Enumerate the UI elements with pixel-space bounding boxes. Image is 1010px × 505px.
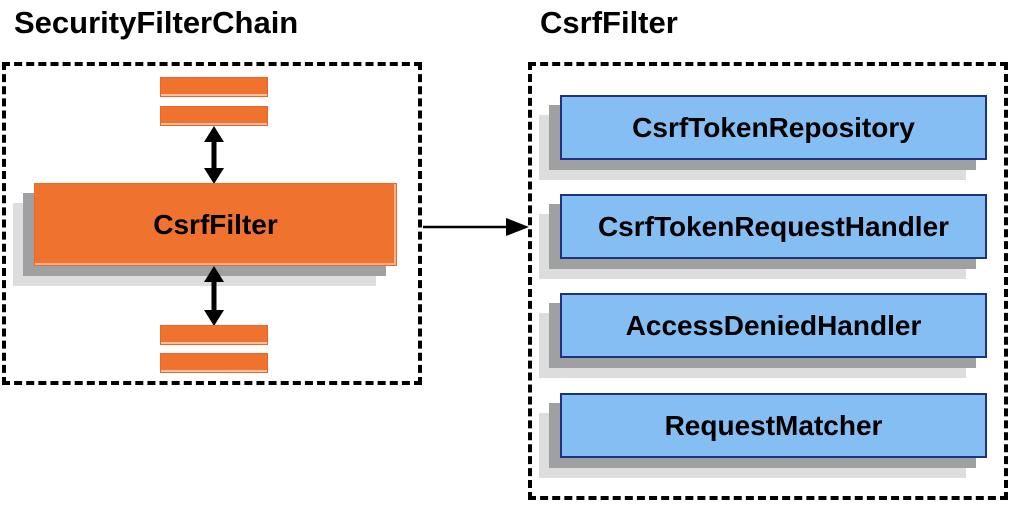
component-box-label: CsrfTokenRepository — [560, 95, 987, 160]
double-arrow-icon — [204, 266, 224, 326]
component-box-label: AccessDeniedHandler — [560, 293, 987, 358]
filter-stub-bottom-2 — [160, 353, 268, 373]
component-box-access-denied-handler: AccessDeniedHandler — [539, 293, 987, 378]
filter-stub-bottom-1 — [160, 325, 268, 345]
csrf-filter-box: CsrfFilter — [13, 183, 397, 286]
right-arrow-icon — [423, 218, 529, 236]
double-arrow-icon — [204, 126, 224, 184]
security-filter-chain-title: SecurityFilterChain — [14, 5, 299, 40]
component-box-label: RequestMatcher — [560, 393, 987, 458]
csrf-filter-title: CsrfFilter — [540, 5, 678, 40]
csrf-filter-box-label: CsrfFilter — [34, 183, 397, 266]
filter-stub-top-2 — [160, 106, 268, 126]
component-box-request-matcher: RequestMatcher — [539, 393, 987, 478]
component-box-label: CsrfTokenRequestHandler — [560, 194, 987, 259]
component-box-csrf-token-request-handler: CsrfTokenRequestHandler — [539, 194, 987, 279]
security-filter-chain-panel — [2, 62, 422, 385]
csrf-filter-panel — [528, 62, 1008, 500]
filter-stub-top-1 — [160, 77, 268, 97]
component-box-csrf-token-repository: CsrfTokenRepository — [539, 95, 987, 180]
